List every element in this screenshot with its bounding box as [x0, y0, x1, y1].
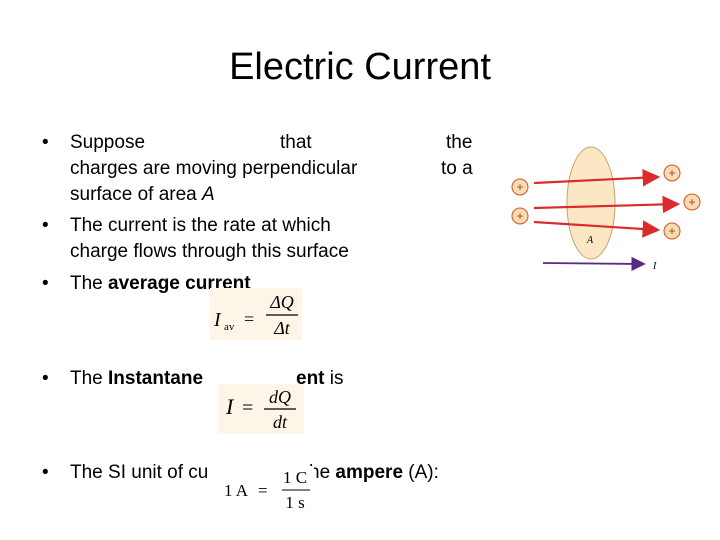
- current-surface-figure: + + + + + A I: [511, 146, 701, 272]
- area-label: A: [586, 235, 594, 246]
- formula-numerator: ΔQ: [269, 292, 294, 312]
- instantaneous-term-part-2: ent: [296, 368, 325, 389]
- formula-equals: =: [242, 397, 253, 419]
- ampere-definition-formula: 1 A = 1 C 1 s: [222, 466, 314, 514]
- bullet-dot: •: [42, 132, 49, 153]
- bullet-1-word-suppose: Suppose: [70, 132, 146, 153]
- positive-charge-icon: +: [511, 178, 529, 196]
- bullet-5-post: (A):: [403, 462, 439, 483]
- bullet-1-word-that: that: [280, 132, 312, 153]
- area-variable: A: [202, 184, 215, 205]
- current-label: I: [652, 261, 657, 272]
- formula-lhs: 1 A: [224, 481, 249, 500]
- average-current-formula: I av = ΔQ Δt: [210, 288, 302, 340]
- positive-charge-icon: +: [663, 164, 681, 182]
- bullet-2-line-2: charge flows through this surface: [70, 241, 349, 262]
- bullet-1-line-2: charges are moving perpendicular: [70, 158, 358, 179]
- instantaneous-current-equation: I = dQ dt: [225, 387, 296, 432]
- bullet-4-post: is: [324, 368, 344, 389]
- surface-area-ellipse: [566, 146, 616, 260]
- bullet-5-text-b: he ampere (A):: [309, 461, 439, 485]
- instantaneous-term-part-1: Instantane: [108, 368, 204, 389]
- ampere-term: ampere: [335, 462, 404, 483]
- formula-numerator: 1 C: [283, 468, 307, 487]
- bullet-dot: •: [42, 462, 49, 483]
- svg-text:+: +: [516, 180, 523, 194]
- current-arrow: [533, 220, 661, 238]
- bullet-dot: •: [42, 215, 49, 236]
- formula-denominator: 1 s: [285, 493, 304, 512]
- bullet-dot: •: [42, 368, 49, 389]
- formula-numerator: dQ: [269, 387, 291, 407]
- bullet-dot: •: [42, 273, 49, 294]
- bullet-5-text-a: The SI unit of cu: [70, 462, 209, 483]
- current-arrow: [533, 195, 681, 214]
- svg-text:+: +: [516, 209, 523, 223]
- bullet-5-mid: he: [309, 462, 336, 483]
- ampere-definition-equation: 1 A = 1 C 1 s: [224, 468, 310, 512]
- formula-equals: =: [244, 309, 254, 329]
- formula-lhs: I: [225, 394, 235, 419]
- formula-denominator: Δt: [273, 318, 291, 338]
- bullet-1-word-the: the: [446, 132, 473, 153]
- positive-charge-icon: +: [663, 222, 681, 240]
- formula-equals: =: [258, 481, 268, 500]
- current-direction-arrow: [542, 256, 646, 272]
- bullet-4-text-a: The Instantane: [70, 367, 203, 391]
- positive-charge-icon: +: [511, 207, 529, 225]
- current-arrow: [533, 168, 661, 187]
- svg-text:+: +: [668, 224, 675, 238]
- bullet-1-to-a: to a: [441, 158, 473, 179]
- formula-denominator: dt: [273, 412, 288, 432]
- bullet-2-line-1: The current is the rate at which: [70, 215, 331, 236]
- average-current-equation: I av = ΔQ Δt: [213, 292, 298, 338]
- bullet-1-line-3-text: surface of area: [70, 184, 203, 205]
- positive-charge-icon: +: [683, 193, 701, 211]
- instantaneous-current-formula: I = dQ dt: [218, 384, 304, 434]
- bullet-3-pre: The: [70, 273, 109, 294]
- formula-subscript: av: [224, 321, 235, 333]
- bullet-1-line-3: surface of area A: [70, 183, 215, 207]
- slide-title: Electric Current: [229, 46, 491, 88]
- bullet-4-text-b: ent is: [296, 367, 344, 391]
- bullet-4-pre: The: [70, 368, 109, 389]
- svg-text:+: +: [668, 166, 675, 180]
- svg-text:+: +: [688, 195, 695, 209]
- formula-lhs: I: [213, 309, 222, 331]
